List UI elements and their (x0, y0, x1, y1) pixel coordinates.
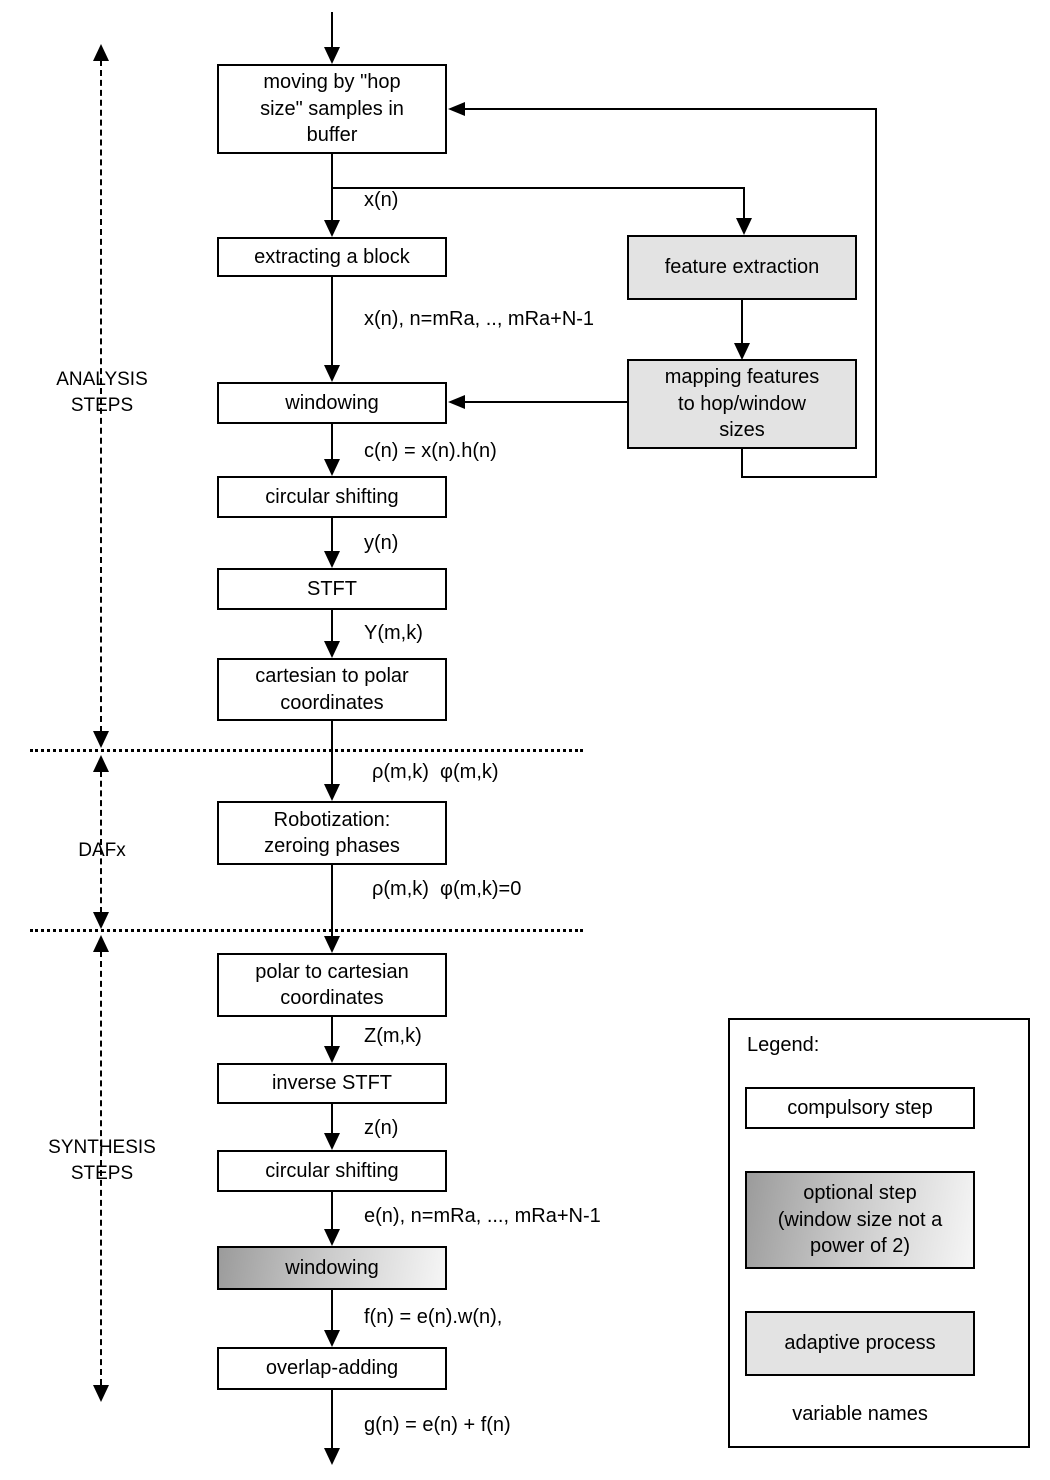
connector-output (331, 1390, 333, 1448)
arrowhead-mapping-into-windowing (448, 395, 465, 409)
box-inverse-stft: inverse STFT (217, 1063, 447, 1104)
arrowhead-into-windowing-synthesis (324, 1229, 340, 1246)
box-extracting-a-block: extracting a block (217, 237, 447, 277)
label-yn: y(n) (364, 532, 399, 554)
loop-mapping-down (741, 449, 743, 478)
box-windowing-synthesis: windowing (217, 1246, 447, 1290)
analysis-steps-label: ANALYSIS STEPS (56, 369, 148, 416)
arrowhead-into-polarcart (324, 936, 340, 953)
connector-extracting-windowing (331, 277, 333, 367)
dafx-span-arrowhead-top (93, 755, 109, 772)
synthesis-steps-label: SYNTHESIS STEPS (48, 1137, 156, 1184)
arrowhead-into-stft (324, 551, 340, 568)
divider-analysis-dafx (30, 749, 583, 752)
analysis-span-arrowhead-top (93, 44, 109, 61)
label-zn: z(n) (364, 1117, 399, 1139)
synthesis-span-arrowhead-top (93, 935, 109, 952)
box-mapping-features: mapping features to hop/window sizes (627, 359, 857, 449)
label-rho-phi-zero: ρ(m,k) φ(m,k)=0 (372, 878, 522, 900)
analysis-span-line (100, 60, 102, 732)
label-en-block: e(n), n=mRa, ..., mRa+N-1 (364, 1205, 601, 1227)
connector-circular-stft (331, 518, 333, 553)
connector-windowing2-overlap (331, 1290, 333, 1332)
box-robotization: Robotization: zeroing phases (217, 801, 447, 865)
connector-windowing-circular (331, 424, 333, 461)
arrowhead-into-robotization (324, 784, 340, 801)
divider-dafx-synthesis (30, 929, 583, 932)
label-Ymk: Y(m,k) (364, 622, 423, 644)
arrowhead-feedback-into-moving (448, 102, 465, 116)
connector-circular2-windowing2 (331, 1192, 333, 1231)
arrowhead-into-mapping (734, 343, 750, 360)
label-xn: x(n) (364, 189, 399, 211)
legend-compulsory-step: compulsory step (745, 1087, 975, 1129)
legend-adaptive-process: adaptive process (745, 1311, 975, 1376)
synthesis-span-arrowhead-bottom (93, 1385, 109, 1402)
loop-bottom (741, 476, 877, 478)
box-polar-to-cartesian: polar to cartesian coordinates (217, 953, 447, 1017)
arrowhead-into-istft (324, 1046, 340, 1063)
arrowhead-into-overlap (324, 1330, 340, 1347)
branch-xn-horizontal (331, 187, 745, 189)
connector-mapping-windowing (463, 401, 627, 403)
synthesis-span-line (100, 951, 102, 1385)
label-fn: f(n) = e(n).w(n), (364, 1306, 503, 1328)
connector-polarcart-istft (331, 1017, 333, 1048)
loop-top-horizontal (462, 108, 877, 110)
dafx-label: DAFx (78, 840, 126, 861)
box-cartesian-to-polar: cartesian to polar coordinates (217, 658, 447, 721)
label-rho-phi: ρ(m,k) φ(m,k) (372, 761, 499, 783)
box-feature-extraction: feature extraction (627, 235, 857, 300)
arrowhead-into-extracting (324, 220, 340, 237)
branch-xn-vertical (743, 187, 745, 220)
connector-feature-mapping (741, 300, 743, 345)
legend-optional-step: optional step (window size not a power o… (745, 1171, 975, 1269)
connector-cartpolar-robotization (331, 721, 333, 786)
connector-istft-circular2 (331, 1104, 333, 1135)
box-circular-shifting-analysis: circular shifting (217, 476, 447, 518)
dafx-span-arrowhead-bottom (93, 912, 109, 929)
legend-variable-names: variable names (792, 1403, 928, 1425)
box-moving-by-hop-size: moving by "hop size" samples in buffer (217, 64, 447, 154)
connector-input (331, 12, 333, 48)
arrowhead-into-cartpolar (324, 641, 340, 658)
connector-stft-cartpolar (331, 610, 333, 643)
loop-right-vertical (875, 108, 877, 478)
arrowhead-into-feature-extraction (736, 218, 752, 235)
legend-title: Legend: (747, 1034, 820, 1056)
label-cn: c(n) = x(n).h(n) (364, 440, 497, 462)
analysis-span-arrowhead-bottom (93, 731, 109, 748)
box-stft: STFT (217, 568, 447, 610)
arrowhead-into-windowing-analysis (324, 365, 340, 382)
arrowhead-output (324, 1448, 340, 1465)
arrowhead-into-moving (324, 47, 340, 64)
box-circular-shifting-synthesis: circular shifting (217, 1150, 447, 1192)
box-overlap-adding: overlap-adding (217, 1347, 447, 1390)
label-gn: g(n) = e(n) + f(n) (364, 1414, 511, 1436)
connector-robotization-polarcart (331, 865, 333, 938)
arrowhead-into-circular-analysis (324, 459, 340, 476)
label-Zmk: Z(m,k) (364, 1025, 422, 1047)
arrowhead-into-circular-synthesis (324, 1133, 340, 1150)
dafx-span-line (100, 771, 102, 913)
label-xn-block: x(n), n=mRa, .., mRa+N-1 (364, 308, 595, 330)
box-windowing-analysis: windowing (217, 382, 447, 424)
